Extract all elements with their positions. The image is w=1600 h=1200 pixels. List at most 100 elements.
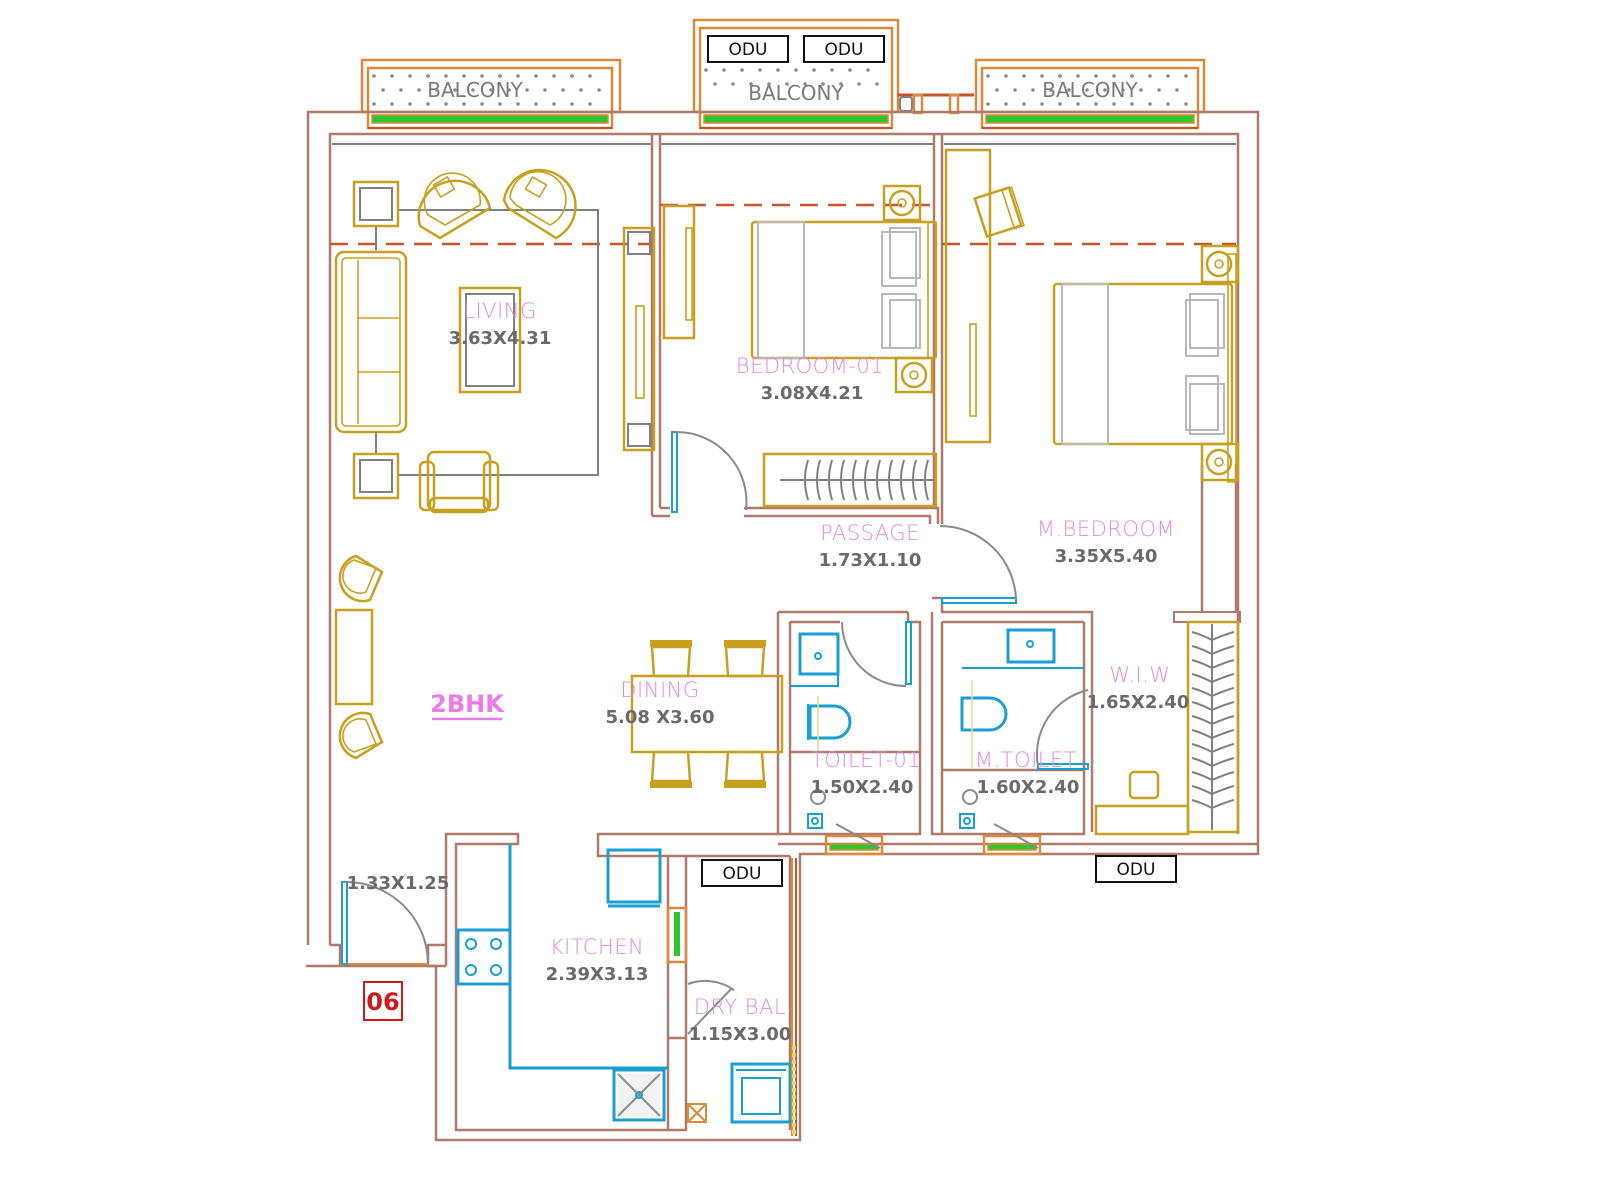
hanger [840,459,845,501]
hanger [924,459,929,501]
dining-chair[interactable] [724,640,766,678]
window[interactable] [666,906,688,964]
bed[interactable] [1052,253,1237,483]
main-door[interactable] [341,880,429,965]
hatch-dot [561,88,565,92]
master-toilet[interactable]: M.TOILET 1.60X2.40 [942,628,1089,856]
accent-chair[interactable] [973,185,1025,239]
dining-table[interactable] [630,674,784,754]
sink[interactable] [612,1068,666,1122]
balcony-left[interactable]: BALCONY [360,58,622,130]
bed[interactable] [750,220,938,360]
washbasin[interactable] [962,628,1084,669]
hatch-dot [381,88,385,92]
hatch-dot [1004,102,1008,106]
balcony-center[interactable]: ODU ODU BALCONY [692,18,900,130]
room-dimension: 3.35X5.40 [1055,546,1158,567]
ventilator[interactable] [824,823,884,856]
hanger [1211,673,1235,683]
hatch-dot [597,88,601,92]
hanger [828,459,833,501]
hatch-dot [534,74,538,78]
door[interactable] [1035,689,1089,770]
wc[interactable] [960,696,1008,732]
sofa[interactable] [334,250,408,434]
coffee-table[interactable] [458,286,522,394]
hatch-dot [1067,88,1071,92]
closet[interactable] [762,452,938,508]
hatch-dot [372,102,376,106]
foyer[interactable]: 1.33X1.25 06 [341,873,449,1021]
side-table[interactable] [352,452,400,500]
hanger [1191,673,1213,683]
armchair[interactable] [418,450,500,514]
odu-unit[interactable]: ODU [707,35,789,63]
hanger [1211,729,1235,739]
wardrobe[interactable] [944,148,992,444]
nightstand[interactable] [1200,244,1240,284]
door[interactable] [687,979,735,1035]
passage[interactable]: PASSAGE 1.73X1.10 [819,521,1017,604]
washbasin[interactable] [790,632,840,687]
door[interactable] [671,430,748,513]
dining-chair[interactable] [650,640,692,678]
hanger [1211,771,1235,781]
hatch-dot [507,88,511,92]
lounge-chair[interactable] [502,168,577,240]
seating-group[interactable] [334,554,384,760]
hanger [888,459,893,501]
nightstand[interactable] [1200,442,1240,482]
hanger [1191,799,1213,809]
room-name: PASSAGE [820,521,920,545]
hob[interactable] [456,928,512,986]
nightstand[interactable] [882,184,922,222]
lounge-chair[interactable] [417,172,492,240]
wc[interactable] [807,704,852,740]
hatch-dot [1121,88,1125,92]
kitchen[interactable]: KITCHEN 2.39X3.13 [456,844,688,1122]
hanger [1191,715,1213,725]
door[interactable] [841,621,912,687]
hanger [864,459,869,501]
dining-chair[interactable] [724,750,766,788]
room-dimension: 2.39X3.13 [546,964,649,985]
hatch-dot [776,68,780,72]
dining[interactable]: DINING 5.08 X3.60 [606,640,784,788]
room-name: M.BEDROOM [1037,517,1175,541]
nightstand[interactable] [894,356,934,394]
dining-chair[interactable] [650,750,692,788]
hatch-dot [390,74,394,78]
living-room[interactable]: LIVING 3.63X4.31 [334,168,656,514]
hanger [804,459,809,501]
dry-balcony[interactable]: ODU DRY BAL 1.15X3.00 [687,858,797,1136]
odu-unit[interactable]: ODU [1095,855,1177,883]
refrigerator[interactable] [606,848,662,908]
hatch-dot [995,88,999,92]
door[interactable] [939,525,1017,604]
hatch-dot [444,74,448,78]
hatch-dot [1040,74,1044,78]
hatch-dot [543,88,547,92]
hanger [1191,645,1213,655]
bedroom-01[interactable]: BEDROOM-01 3.08X4.21 [662,184,938,513]
room-dimension: 3.08X4.21 [761,383,864,404]
odu-unit[interactable]: ODU [701,859,783,887]
room-dimension: 3.63X4.31 [449,328,552,349]
hanger [1211,757,1235,767]
hanger [1191,687,1213,697]
hanger [1211,785,1235,795]
master-bedroom[interactable]: M.BEDROOM 3.35X5.40 [944,148,1240,567]
hatch-dot [839,82,843,86]
odu-unit[interactable]: ODU [803,35,885,63]
washing-machine[interactable] [730,1062,792,1124]
tv-unit[interactable] [622,226,656,452]
hatch-dot [1112,102,1116,106]
toilet-01[interactable]: TOILET-01 1.50X2.40 [790,621,921,856]
stool[interactable] [1128,770,1160,800]
hatch-dot [444,102,448,106]
walk-in-wardrobe[interactable]: W.I.W 1.65X2.40 [1087,620,1240,836]
ventilator[interactable] [982,823,1042,856]
wardrobe[interactable] [662,204,696,340]
side-table[interactable] [352,180,400,228]
balcony-right[interactable]: BALCONY [974,58,1206,130]
